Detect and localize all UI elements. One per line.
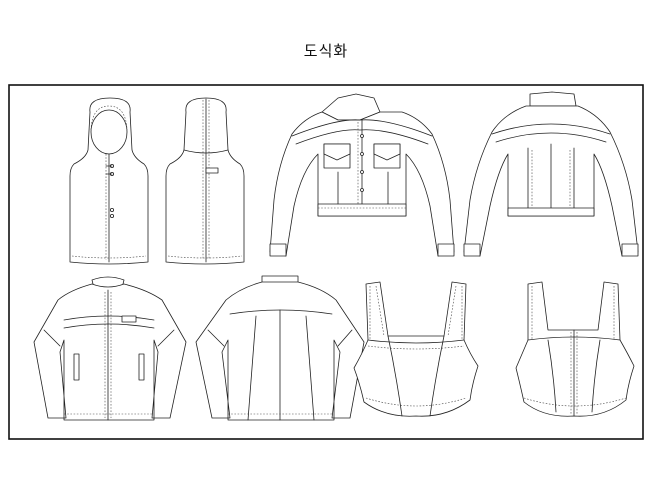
- zip-jacket-front: [33, 276, 187, 421]
- page-title: 도식화: [303, 42, 349, 60]
- cropped-shirt-jacket-back: [463, 91, 639, 257]
- hooded-vest-front: [69, 97, 149, 265]
- square-neck-corset-top-front: [353, 281, 479, 417]
- hooded-vest-back: [165, 97, 245, 265]
- sheet-frame: [8, 84, 644, 440]
- flat-sketch-sheet: [8, 84, 644, 440]
- zip-jacket-back: [195, 275, 365, 421]
- flat-sketch-canvas: [8, 84, 644, 440]
- cropped-shirt-jacket-front: [269, 93, 455, 257]
- square-neck-corset-top-back: [515, 281, 635, 417]
